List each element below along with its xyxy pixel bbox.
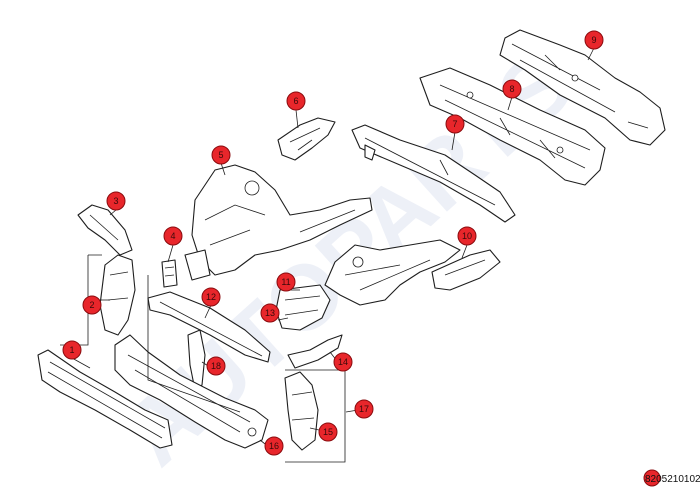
svg-text:4: 4: [170, 231, 175, 241]
callout-7: 7: [445, 114, 465, 134]
callout-12: 12: [201, 287, 221, 307]
callout-16: 16: [264, 436, 284, 456]
svg-text:11: 11: [281, 277, 290, 287]
svg-text:17: 17: [359, 404, 369, 414]
part-8-lower-cowl: [419, 67, 606, 186]
part-12-upper-crossmember: [147, 291, 271, 363]
part-4-plate: [161, 259, 178, 288]
callout-8: 8: [502, 79, 522, 99]
part-1-bumper-beam: [37, 349, 173, 449]
svg-text:9: 9: [591, 35, 596, 45]
svg-text:1: 1: [69, 345, 74, 355]
svg-text:8205210102: 8205210102: [645, 474, 700, 485]
callout-11: 11: [276, 272, 296, 292]
reference-code: 8205210102: [643, 469, 700, 487]
svg-text:14: 14: [338, 357, 348, 367]
svg-text:7: 7: [452, 119, 457, 129]
part-5-side-member-left: [184, 164, 373, 281]
part-2-headlamp-support: [99, 254, 136, 336]
part-11-side-member-right: [324, 239, 461, 306]
svg-text:8: 8: [509, 84, 514, 94]
part-16-lower-crossmember: [114, 334, 269, 449]
part-9-upper-cowl: [499, 29, 666, 146]
part-7-cowl-reinforcement: [351, 124, 516, 223]
svg-text:16: 16: [269, 441, 279, 451]
svg-text:3: 3: [113, 196, 118, 206]
callout-10: 10: [457, 226, 477, 246]
svg-text:6: 6: [293, 96, 298, 106]
part-15-headlamp-support: [284, 371, 319, 451]
svg-text:12: 12: [206, 292, 216, 302]
part-6-bracket: [277, 117, 336, 161]
callout-1: 1: [62, 340, 82, 360]
svg-text:13: 13: [265, 308, 275, 318]
part-10-bracket: [431, 249, 501, 291]
callout-2: 2: [82, 295, 102, 315]
svg-text:2: 2: [89, 300, 94, 310]
callout-6: 6: [286, 91, 306, 111]
part-13-crossmember: [275, 284, 331, 331]
svg-text:10: 10: [462, 231, 472, 241]
callout-4: 4: [163, 226, 183, 246]
part-18-vertical-support: [187, 329, 206, 391]
callout-9: 9: [584, 30, 604, 50]
part-3-bracket: [77, 204, 133, 256]
callout-18: 18: [206, 356, 226, 376]
callout-13: 13: [260, 303, 280, 323]
callout-5: 5: [211, 145, 231, 165]
callout-15: 15: [318, 422, 338, 442]
svg-text:18: 18: [211, 361, 221, 371]
callout-14: 14: [333, 352, 353, 372]
part-14-bracket: [287, 334, 343, 369]
svg-text:15: 15: [323, 427, 333, 437]
svg-text:5: 5: [218, 150, 223, 160]
callout-3: 3: [106, 191, 126, 211]
callout-17: 17: [354, 399, 374, 419]
